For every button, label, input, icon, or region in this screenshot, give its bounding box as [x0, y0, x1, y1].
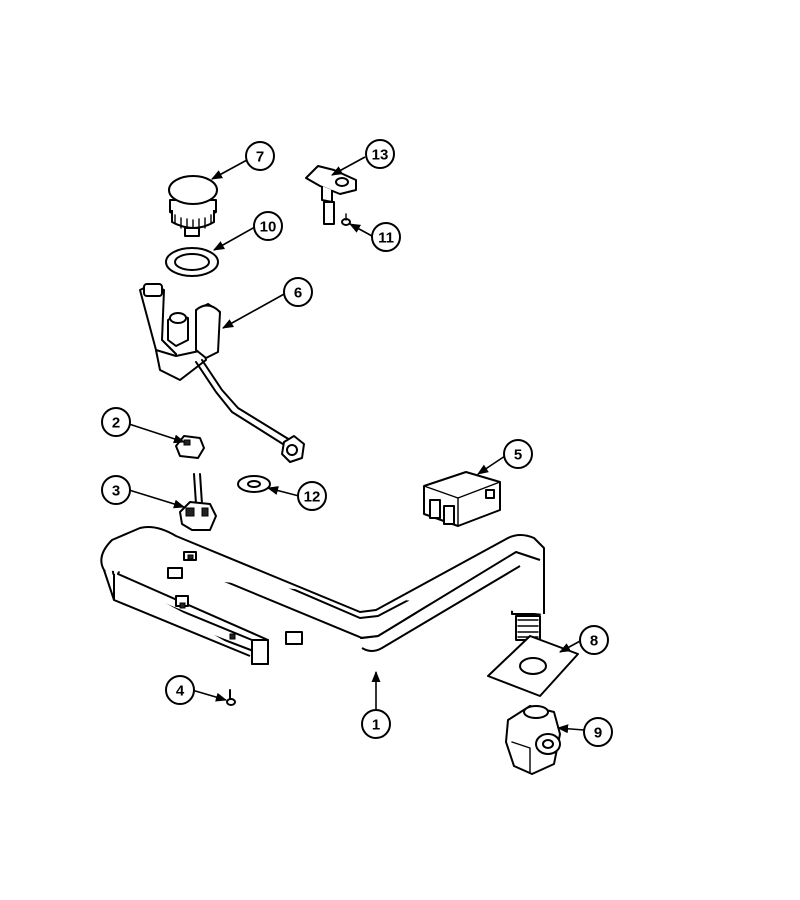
callout-2-label: 2: [112, 415, 120, 432]
callout-5: 5: [503, 439, 533, 469]
part-10-gasket: [165, 247, 219, 277]
part-1-burner-tube: [100, 526, 545, 665]
callout-4-label: 4: [176, 683, 185, 700]
leader-lines: [128, 156, 585, 734]
part-9-regulator: [505, 705, 561, 775]
callout-12-label: 12: [304, 489, 321, 506]
callout-8: 8: [579, 625, 609, 655]
callout-10-label: 10: [260, 219, 277, 236]
callout-10: 10: [253, 211, 283, 241]
callout-1-label: 1: [372, 717, 380, 734]
callout-13: 13: [365, 139, 395, 169]
callout-8-label: 8: [590, 633, 598, 650]
part-11-screw: [341, 213, 351, 226]
part-5-module: [423, 471, 501, 527]
part-7-burner-cap: [168, 175, 218, 237]
callout-11-label: 11: [378, 230, 394, 247]
callout-3: 3: [101, 475, 131, 505]
callout-9-label: 9: [594, 725, 602, 742]
callout-11: 11: [371, 222, 401, 252]
callout-13-label: 13: [372, 147, 389, 164]
part-6-burner-assembly: [139, 283, 305, 463]
callout-7-label: 7: [256, 149, 264, 166]
callout-7: 7: [245, 141, 275, 171]
part-2-clip: [175, 435, 205, 459]
callout-6-label: 6: [294, 285, 302, 302]
part-13-igniter-bracket: [305, 165, 357, 225]
callout-4: 4: [165, 675, 195, 705]
callout-6: 6: [283, 277, 313, 307]
callout-9: 9: [583, 717, 613, 747]
part-8-gasket-plate: [487, 635, 579, 697]
part-3-orifice-holder: [179, 473, 217, 531]
callout-3-label: 3: [112, 483, 120, 500]
callout-5-label: 5: [514, 447, 522, 464]
part-4-screw: [226, 689, 236, 706]
callout-2: 2: [101, 407, 131, 437]
callout-1: 1: [361, 709, 391, 739]
callout-12: 12: [297, 481, 327, 511]
part-12-washer: [237, 475, 271, 493]
